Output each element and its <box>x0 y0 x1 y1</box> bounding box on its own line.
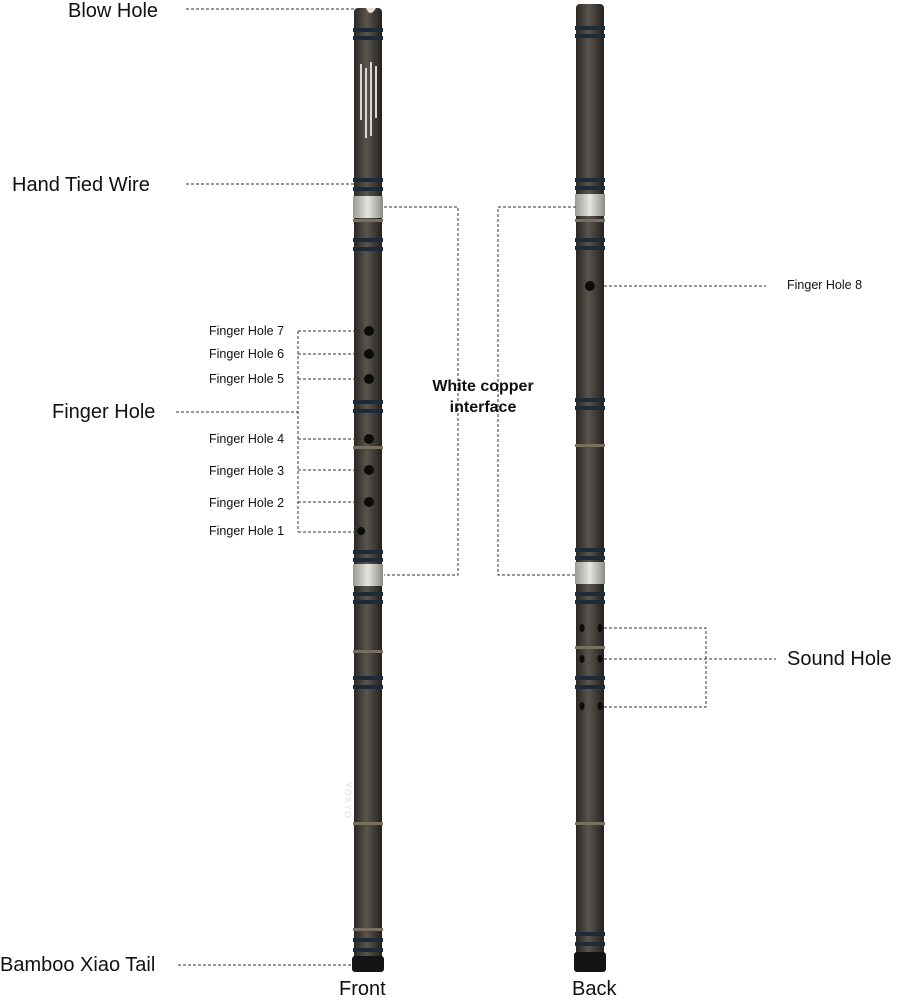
back-flute <box>574 4 606 972</box>
front-caption: Front <box>339 978 386 1000</box>
front-copper-interface-bottom <box>353 564 383 586</box>
back-wrap-bands <box>575 26 605 946</box>
front-flute <box>352 8 384 972</box>
front-copper-interface-top <box>353 196 383 218</box>
front-wrap-bands <box>353 28 383 952</box>
finger-hole-8-label: Finger Hole 8 <box>787 278 863 292</box>
finger-hole-label: Finger Hole <box>52 401 156 423</box>
front-flute-body <box>354 8 382 970</box>
back-bamboo-nodes <box>575 219 605 825</box>
finger-hole-4-mark <box>364 434 374 444</box>
white-copper-line1: White copper <box>432 378 534 395</box>
finger-hole-5-label: Finger Hole 5 <box>209 372 285 386</box>
back-copper-interface-top <box>575 194 605 216</box>
back-sound-holes <box>579 624 603 710</box>
finger-hole-4-label: Finger Hole 4 <box>209 432 285 446</box>
bamboo-xiao-tail-label: Bamboo Xiao Tail <box>0 954 156 976</box>
back-tail-cap <box>574 952 606 972</box>
blow-hole-notch <box>366 8 376 13</box>
back-flute-body <box>576 4 604 970</box>
blow-hole-label: Blow Hole <box>68 0 159 22</box>
sound-hole-label: Sound Hole <box>787 648 892 670</box>
finger-hole-3-mark <box>364 465 374 475</box>
brand-mark: YOXYO <box>343 782 353 820</box>
finger-hole-7-mark <box>364 326 374 336</box>
finger-hole-3-label: Finger Hole 3 <box>209 464 285 478</box>
front-finger-holes <box>357 326 374 535</box>
front-engraving <box>360 62 377 138</box>
finger-hole-6-mark <box>364 349 374 359</box>
front-tail-cap <box>352 956 384 972</box>
white-copper-line2: interface <box>449 398 517 416</box>
finger-hole-2-label: Finger Hole 2 <box>209 496 285 510</box>
finger-hole-8-mark <box>585 281 595 291</box>
leader-lines <box>176 8 776 966</box>
finger-hole-6-label: Finger Hole 6 <box>209 347 285 361</box>
finger-hole-2-mark <box>364 497 374 507</box>
finger-hole-1-mark <box>357 527 365 535</box>
finger-hole-1-label: Finger Hole 1 <box>209 524 285 538</box>
front-bamboo-nodes <box>353 219 383 931</box>
finger-hole-7-label: Finger Hole 7 <box>209 324 285 338</box>
back-caption: Back <box>572 978 617 1000</box>
back-copper-interface-bottom <box>575 562 605 584</box>
hand-tied-wire-label: Hand Tied Wire <box>12 174 150 196</box>
white-copper-interface-label: White copper interface <box>420 377 546 419</box>
finger-hole-5-mark <box>364 374 374 384</box>
